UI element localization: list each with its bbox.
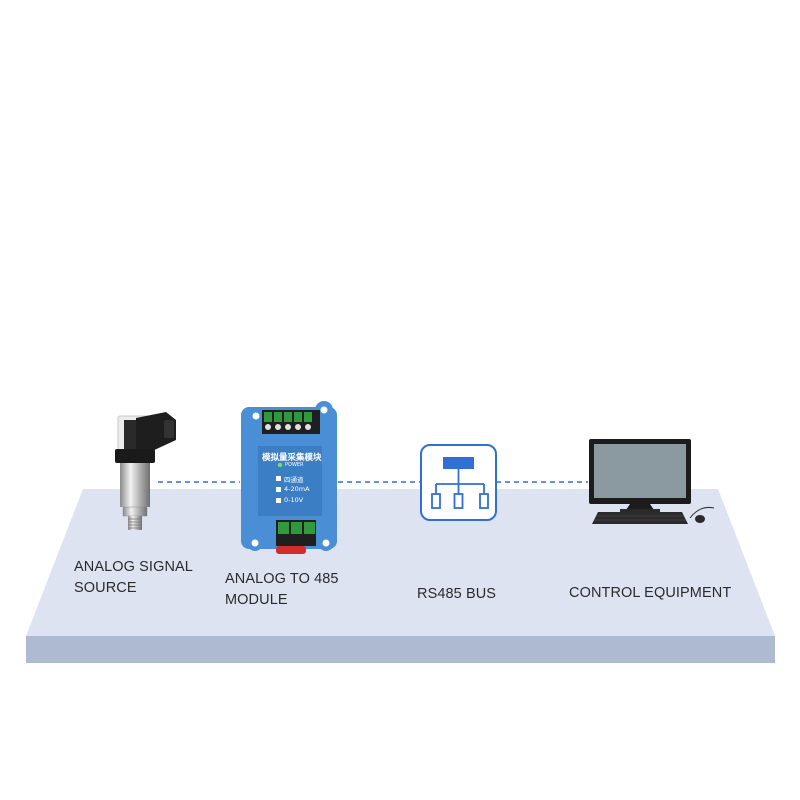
analog-to-485-module-icon: [241, 401, 337, 554]
computer-icon: [589, 439, 715, 524]
label-line: MODULE: [225, 592, 288, 608]
platform-top: [26, 489, 775, 636]
analog-signal-source-label: ANALOG SIGNAL SOURCE: [74, 557, 193, 599]
module-channel-label: 四通道: [284, 476, 304, 484]
platform-front: [26, 636, 775, 663]
label-line: ANALOG TO 485: [225, 571, 339, 587]
label-line: CONTROL EQUIPMENT: [569, 585, 732, 601]
label-line: ANALOG SIGNAL: [74, 559, 193, 575]
module-voltage-label: 0-10V: [284, 496, 304, 504]
rs485-bus-label: RS485 BUS: [417, 584, 496, 605]
pressure-transmitter-icon: [115, 412, 176, 530]
module-current-label: 4-20mA: [284, 485, 310, 493]
control-equipment-label: CONTROL EQUIPMENT: [569, 583, 731, 604]
rs485-bus-icon: [420, 444, 497, 521]
module-power-label: POWER: [285, 462, 304, 468]
label-line: RS485 BUS: [417, 586, 497, 602]
module-title: 模拟量采集模块: [262, 453, 322, 463]
platform: [26, 489, 775, 663]
label-line: SOURCE: [74, 580, 137, 596]
analog-to-485-module-label: ANALOG TO 485 MODULE: [225, 569, 339, 611]
